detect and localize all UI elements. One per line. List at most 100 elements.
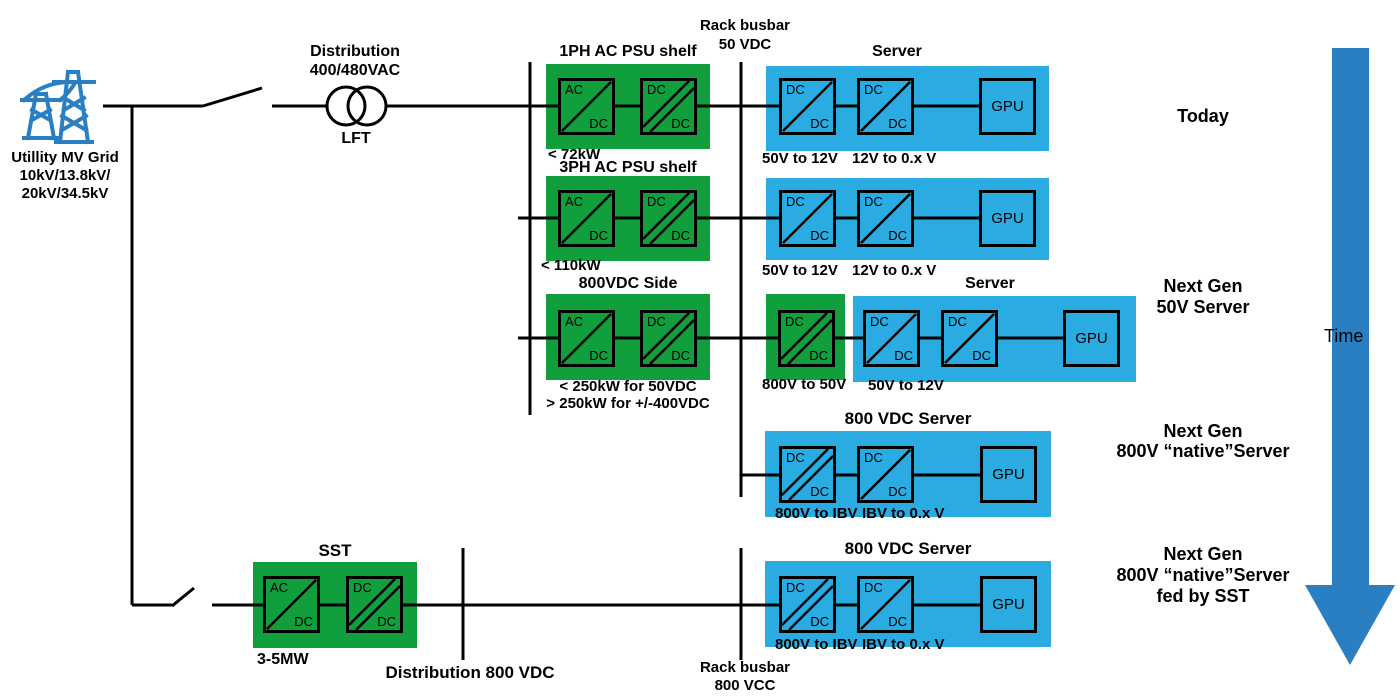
nextgen-800v-line2: 800V “native”Server (1116, 441, 1290, 461)
nextgen-50v-line2: 50V Server (1156, 297, 1250, 317)
server-today-2-conv2-label: 12V to 0.x V (852, 262, 937, 279)
conv-label-out: DC (894, 348, 913, 363)
distribution-ac-label: Distribution 400/480VAC (285, 42, 425, 80)
conv-label-in: DC (786, 580, 805, 595)
utility-name: Utillity MV Grid (11, 149, 119, 166)
server-800v-sst-conv2-label: IBV to 0.x V (862, 636, 945, 653)
distribution-ac-line2: 400/480VAC (309, 62, 401, 79)
server-today-1-conv2-label: 12V to 0.x V (852, 150, 937, 167)
conv-label-in: AC (565, 82, 584, 97)
conv-label-out: DC (589, 348, 608, 363)
conv-label-out: DC (294, 614, 313, 629)
conv-label-out: DC (810, 116, 829, 131)
utility-grid-icon (20, 69, 96, 145)
conv-label-in: DC (864, 580, 883, 595)
conv-label-in: DC (786, 450, 805, 465)
conv-label-out: DC (589, 228, 608, 243)
nextgen-50v-line1: Next Gen (1163, 276, 1243, 296)
conv-label-out: DC (810, 228, 829, 243)
conv-label-in: AC (270, 580, 289, 595)
gpu-label: GPU (1075, 330, 1108, 347)
conv-label-in: DC (647, 82, 666, 97)
dcdc-converter: DC DC (779, 190, 836, 247)
gpu-block: GPU (980, 446, 1037, 503)
nextgen-800v-sst-line2: 800V “native”Server (1116, 565, 1290, 585)
gpu-block: GPU (979, 190, 1036, 247)
server-today-1-conv1-label: 50V to 12V (762, 150, 838, 167)
conv-label-out: DC (809, 348, 828, 363)
rack-busbar-50v-line1: Rack busbar (699, 17, 791, 34)
gpu-label: GPU (991, 98, 1024, 115)
time-axis-label: Time (1324, 326, 1364, 346)
utility-grid-label: Utillity MV Grid 10kV/13.8kV/ 20kV/34.5k… (2, 149, 128, 203)
acdc-converter: AC DC (558, 310, 615, 367)
utility-voltages-1: 10kV/13.8kV/ (19, 167, 111, 184)
timeline-nextgen-50v-label: Next Gen 50V Server (1128, 276, 1278, 318)
conv-label-out: DC (972, 348, 991, 363)
rack-busbar-800v-line2: 800 VCC (714, 677, 776, 694)
server-800v-sst-title: 800 VDC Server (844, 539, 972, 558)
server-50v-nextgen-title: Server (965, 275, 1015, 292)
dcdc-isolated-converter: DC DC (779, 576, 836, 633)
conv-label-out: DC (810, 484, 829, 499)
conv-label-out: DC (810, 614, 829, 629)
psu-shelf-3ph-title: 3PH AC PSU shelf (559, 159, 697, 176)
conv-label-in: DC (647, 194, 666, 209)
acdc-converter: AC DC (558, 190, 615, 247)
lft-label: LFT (341, 130, 371, 147)
timeline-today-label: Today (1177, 106, 1229, 126)
conv-label-in: DC (786, 194, 805, 209)
conv-label-in: DC (948, 314, 967, 329)
rack-busbar-800v-label: Rack busbar 800 VCC (685, 659, 805, 695)
timeline-nextgen-800v-sst-label: Next Gen 800V “native”Server fed by SST (1100, 544, 1306, 607)
dcdc-converter: DC DC (941, 310, 998, 367)
acdc-converter: AC DC (558, 78, 615, 135)
conv-label-in: DC (785, 314, 804, 329)
conv-label-out: DC (589, 116, 608, 131)
sst-title: SST (318, 541, 352, 560)
gpu-block: GPU (980, 576, 1037, 633)
conv-label-out: DC (888, 484, 907, 499)
server-50v-nextgen-conv1-label: 50V to 12V (868, 377, 944, 394)
dcdc-converter: DC DC (857, 576, 914, 633)
server-800v-title: 800 VDC Server (844, 409, 972, 428)
dcdc-isolated-converter: DC DC (640, 190, 697, 247)
lft-transformer-icon (325, 85, 388, 127)
breaker-switch-bottom-icon (171, 586, 195, 608)
conv-label-out: DC (888, 116, 907, 131)
server-today-2-conv1-label: 50V to 12V (762, 262, 838, 279)
dcdc-converter: DC DC (857, 446, 914, 503)
server-800v-conv2-label: IBV to 0.x V (862, 505, 945, 522)
dcdc-converter: DC DC (857, 190, 914, 247)
time-arrow (1305, 48, 1395, 665)
dcdc-isolated-converter: DC DC (779, 446, 836, 503)
conv-label-out: DC (671, 348, 690, 363)
conv-label-out: DC (888, 614, 907, 629)
psu-shelf-800v-rating-1: < 250kW for 50VDC (559, 378, 697, 395)
acdc-converter: AC DC (263, 576, 320, 633)
conv-label-out: DC (888, 228, 907, 243)
dcdc-converter: DC DC (863, 310, 920, 367)
rack-dcdc-converter: DC DC (778, 310, 835, 367)
utility-voltages-2: 20kV/34.5kV (21, 185, 109, 202)
conv-label-in: AC (565, 194, 584, 209)
server-800v-conv1-label: 800V to IBV (775, 505, 858, 522)
server-800v-sst-conv1-label: 800V to IBV (775, 636, 858, 653)
psu-shelf-1ph-rating: < 72kW (548, 146, 601, 163)
gpu-block: GPU (979, 78, 1036, 135)
conv-label-in: DC (864, 450, 883, 465)
nextgen-800v-sst-line3: fed by SST (1156, 586, 1250, 606)
conv-label-in: DC (786, 82, 805, 97)
gpu-label: GPU (992, 596, 1025, 613)
dcdc-converter: DC DC (779, 78, 836, 135)
dcdc-isolated-converter: DC DC (346, 576, 403, 633)
dcdc-isolated-converter: DC DC (640, 310, 697, 367)
dcdc-isolated-converter: DC DC (640, 78, 697, 135)
gpu-label: GPU (991, 210, 1024, 227)
psu-shelf-3ph-rating: < 110kW (541, 257, 601, 274)
gpu-block: GPU (1063, 310, 1120, 367)
breaker-switch-top-icon (202, 86, 263, 108)
psu-shelf-800v-rating-2: > 250kW for +/-400VDC (546, 395, 710, 412)
